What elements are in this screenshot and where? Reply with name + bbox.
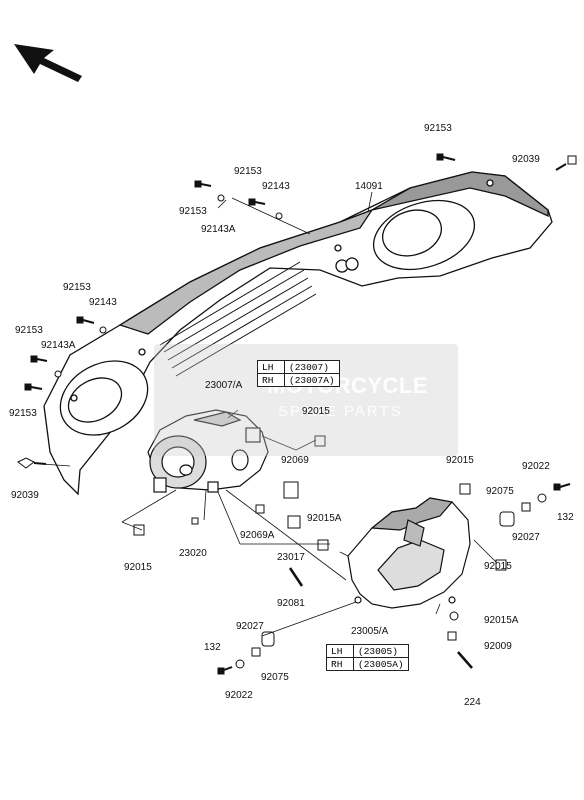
part-label: 92143A [41,340,76,351]
bolt-icons [17,153,577,675]
part-label: 23005/A [351,626,389,637]
direction-arrow-icon [14,44,82,82]
part-label: 92027 [512,532,540,543]
part-label: 92143A [201,224,236,235]
part-label: 92015 [484,561,512,572]
leader-lines [41,191,497,637]
part-label: 224 [464,697,481,708]
part-label: 92022 [225,690,253,701]
rh-value: (23005A) [358,658,404,670]
part-label: 92027 [236,621,264,632]
part-label: 92009 [484,641,512,652]
part-label: 92153 [63,282,91,293]
part-label: 23017 [277,552,305,563]
rh-value: (23007A) [289,374,335,386]
part-label: 92153 [424,123,452,134]
lh-value: (23005) [358,645,398,657]
part-label: 92039 [512,154,540,165]
part-label: 92143 [262,181,290,192]
part-label: 23007/A [205,380,243,391]
part-label: 92039 [11,490,39,501]
part-label: 92081 [277,598,305,609]
part-label: 92069A [240,530,275,541]
lh-key: LH [258,361,285,373]
part-label: 92153 [15,325,43,336]
headlight-assembly-23007 [147,409,269,493]
rh-key: RH [258,374,285,386]
part-label: 92153 [179,206,207,217]
bracket-assembly-23005 [347,497,471,609]
headlight-cover-14091 [43,171,553,496]
part-label: 92075 [486,486,514,497]
side-table-bracket: LH (23005) RH (23005A) [326,644,409,671]
part-label: 92022 [522,461,550,472]
part-label: 132 [557,512,574,523]
lh-key: LH [327,645,354,657]
part-label: 132 [204,642,221,653]
lh-value: (23007) [289,361,329,373]
part-label: 92015 [446,455,474,466]
part-label: 92153 [234,166,262,177]
watermark-subtitle: SPARE PARTS [278,403,403,420]
part-label: 92015A [484,615,519,626]
part-label: 14091 [355,181,383,192]
part-label: 92153 [9,408,37,419]
part-label: 92015 [124,562,152,573]
part-label: 92069 [281,455,309,466]
part-label: 92015 [302,406,330,417]
part-label: 92143 [89,297,117,308]
side-table-headlight: LH (23007) RH (23007A) [257,360,340,387]
part-label: 23020 [179,548,207,559]
part-label: 92015A [307,513,342,524]
part-label: 92075 [261,672,289,683]
rh-key: RH [327,658,354,670]
